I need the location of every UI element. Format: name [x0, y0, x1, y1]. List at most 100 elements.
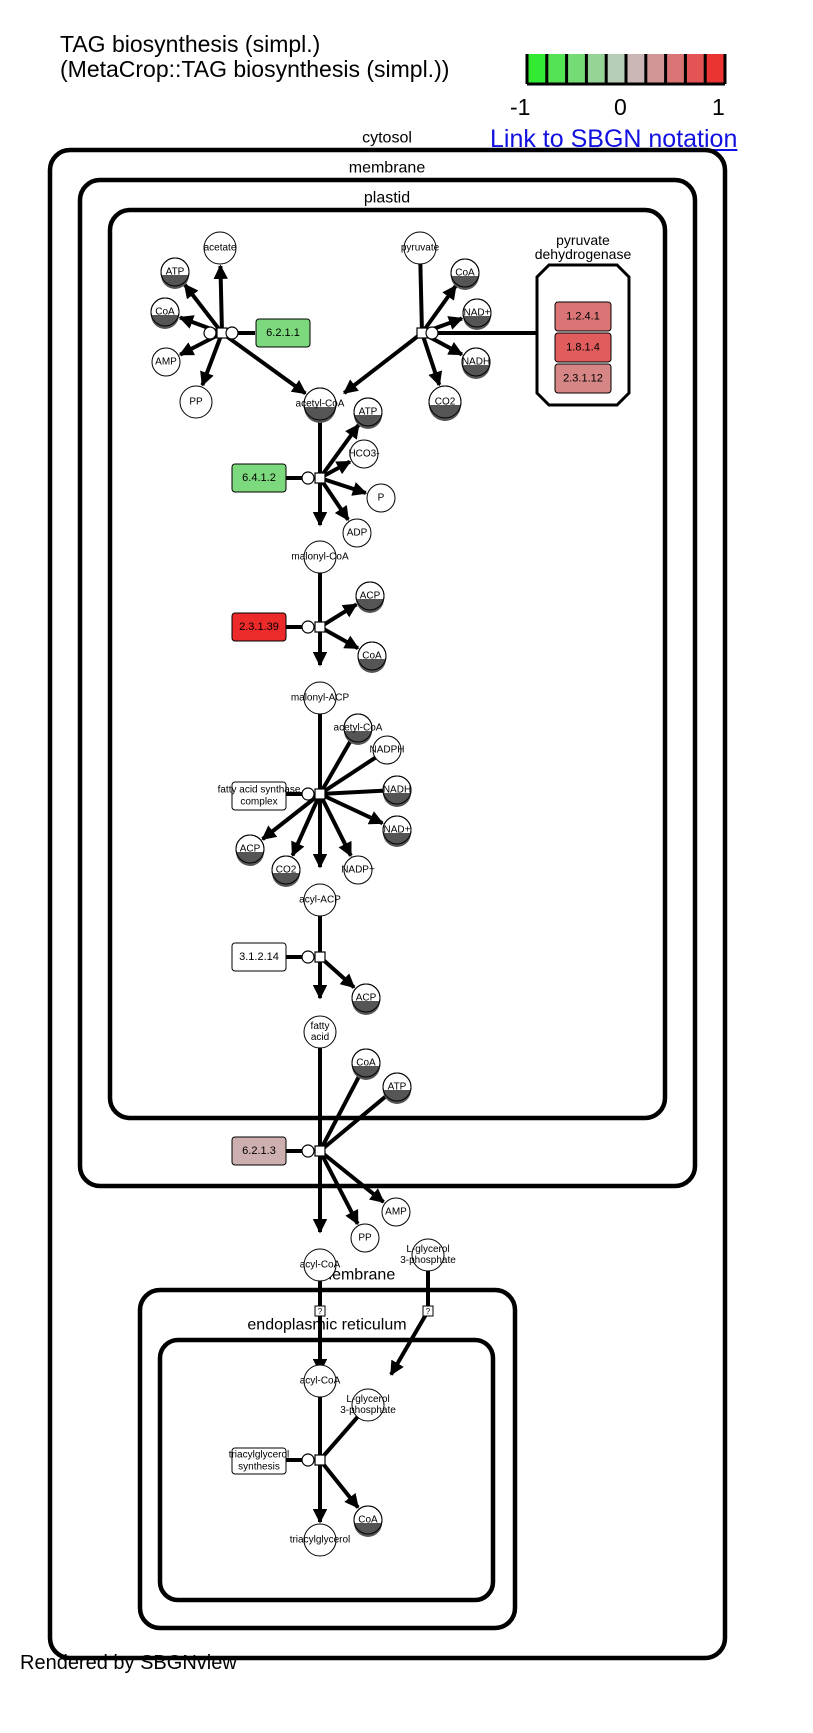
metabolite-acp-3-clone-marker [352, 1001, 380, 1015]
metabolite-l-glycerol-3-phosphate-1-label-line1: L-glycerol [406, 1244, 449, 1255]
metabolite-triacylglycerol[interactable]: triacylglycerol [290, 1523, 351, 1557]
process-6213-process-node [314, 1145, 326, 1157]
metabolite-acetate[interactable]: acetate [203, 231, 237, 265]
nodes-layer: ?? 6.2.1.1 6.4.1.2 2.3.1.39 fatty acid synth… [150, 231, 631, 1557]
metabolite-l-glycerol-3-phosphate-2-label-line1: L-glycerol [346, 1394, 389, 1405]
enzyme-3-1-2-14[interactable]: 3.1.2.14 [231, 942, 287, 972]
transport-marker-glycerol-3p[interactable]: ? [422, 1305, 434, 1317]
metabolite-p[interactable]: P [366, 483, 396, 513]
metabolite-coa-5[interactable]: CoA [353, 1505, 383, 1537]
enzyme-3-1-2-14-box [231, 942, 287, 972]
metabolite-nadph[interactable]: NADPH [369, 735, 405, 765]
metabolite-nadp-plus-circle [343, 855, 373, 885]
process-tag[interactable] [301, 1453, 326, 1467]
reaction-link [318, 739, 353, 795]
reaction-arc [420, 284, 458, 335]
metabolite-hco3-circle [349, 439, 379, 469]
metabolite-acetyl-coa-1[interactable]: acetyl-CoA [296, 387, 345, 423]
metabolite-acp-3[interactable]: ACP [351, 983, 381, 1015]
process-6211-port-right [225, 326, 239, 340]
metabolite-acyl-coa-2[interactable]: acyl-CoA [300, 1364, 341, 1398]
reaction-arc [319, 476, 368, 496]
metabolite-malonyl-acp[interactable]: malonyl-ACP [291, 681, 350, 715]
metabolite-acp-2[interactable]: ACP [235, 834, 265, 866]
process-6412[interactable] [301, 471, 326, 485]
metabolite-acp-2-outline [235, 834, 265, 864]
legend-color-swatch [527, 54, 548, 84]
metabolite-coa-2[interactable]: CoA [450, 258, 480, 290]
enzyme-1-2-4-1[interactable]: 1.2.4.1 [554, 301, 612, 332]
enzyme-1-8-1-4[interactable]: 1.8.1.4 [554, 332, 612, 363]
metabolite-nadp-plus-label: NADP+ [341, 865, 375, 876]
process-23139[interactable] [301, 620, 326, 634]
metabolite-acp-1-label: ACP [360, 591, 381, 602]
metabolite-atp-2-clone-marker [354, 415, 382, 429]
metabolite-coa-2-outline [450, 258, 480, 288]
reaction-arc [343, 331, 424, 395]
enzyme-6-2-1-3[interactable]: 6.2.1.3 [231, 1136, 287, 1166]
process-23139-process-node [314, 621, 326, 633]
metabolite-acyl-coa-1-label: acyl-CoA [300, 1260, 341, 1271]
metabolite-coa-5-outline [353, 1505, 383, 1535]
metabolite-acetyl-coa-2[interactable]: acetyl-CoA [334, 713, 383, 745]
metabolite-adp-circle [342, 518, 372, 548]
enzyme-triacylglycerol-synthesis-label-line2: synthesis [238, 1462, 280, 1473]
metabolite-acyl-acp[interactable]: acyl-ACP [299, 883, 341, 917]
metabolite-coa-4[interactable]: CoA [351, 1048, 381, 1080]
metabolite-atp-1[interactable]: ATP [160, 257, 190, 289]
metabolite-malonyl-coa[interactable]: malonyl-CoA [291, 540, 349, 574]
metabolite-nad-plus-1[interactable]: NAD+ [462, 298, 492, 330]
enzyme-2-3-1-39[interactable]: 2.3.1.39 [231, 612, 287, 642]
reaction-arc [318, 1149, 385, 1204]
reaction-link [318, 1094, 388, 1153]
compartment-er-membrane-label: membrane [319, 1267, 396, 1284]
process-31214[interactable] [301, 950, 326, 964]
process-31214-catalysis-port [301, 950, 315, 964]
metabolite-coa-4-label: CoA [356, 1058, 376, 1069]
metabolite-hco3-label: HCO3- [348, 449, 379, 460]
metabolite-coa-3[interactable]: CoA [357, 641, 387, 673]
enzyme-2-3-1-12[interactable]: 2.3.1.12 [554, 363, 612, 394]
transport-marker-acyl-coa[interactable]: ? [314, 1305, 326, 1317]
enzyme-triacylglycerol-synthesis-label-line1: triacylglycerol [229, 1450, 290, 1461]
metabolite-co2-1[interactable]: CO2 [428, 385, 462, 421]
metabolite-acyl-coa-1[interactable]: acyl-CoA [300, 1248, 341, 1282]
metabolite-adp[interactable]: ADP [342, 518, 372, 548]
metabolite-atp-3[interactable]: ATP [382, 1072, 412, 1104]
metabolite-atp-3-label: ATP [388, 1082, 407, 1093]
metabolite-nadp-plus[interactable]: NADP+ [341, 855, 375, 885]
metabolite-atp-2[interactable]: ATP [353, 397, 383, 429]
metabolite-acp-2-label: ACP [240, 844, 261, 855]
metabolite-nad-plus-2[interactable]: NAD+ [382, 815, 412, 847]
metabolite-amp-1[interactable]: AMP [151, 347, 181, 377]
enzyme-2-3-1-39-box [231, 612, 287, 642]
enzyme-6-4-1-2[interactable]: 6.4.1.2 [231, 463, 287, 493]
reaction-arc [319, 792, 384, 826]
enzyme-2-3-1-12-box [554, 363, 612, 394]
legend-mid-label: 0 [614, 94, 627, 120]
process-fas[interactable] [301, 787, 326, 801]
metabolite-nadh-1[interactable]: NADH [461, 347, 491, 379]
metabolite-hco3[interactable]: HCO3- [348, 439, 380, 469]
metabolite-co2-2[interactable]: CO2 [271, 855, 301, 887]
metabolite-coa-1[interactable]: CoA [150, 297, 180, 329]
metabolite-acyl-coa-2-circle [303, 1364, 337, 1398]
process-6211[interactable] [203, 326, 228, 340]
enzyme-3-1-2-14-label: 3.1.2.14 [239, 951, 279, 963]
metabolite-pp-1-label: PP [189, 397, 203, 408]
metabolite-amp-2[interactable]: AMP [381, 1197, 411, 1227]
enzyme-6-2-1-1[interactable]: 6.2.1.1 [255, 318, 311, 348]
metabolite-pp-1[interactable]: PP [179, 385, 213, 419]
metabolite-pyruvate[interactable]: pyruvate [401, 231, 440, 265]
process-6213[interactable] [301, 1144, 326, 1158]
metabolite-pp-2[interactable]: PP [350, 1223, 380, 1253]
transport-marker-acyl-coa-box [314, 1305, 326, 1317]
metabolite-nadh-2[interactable]: NADH [382, 775, 412, 807]
metabolite-acp-1[interactable]: ACP [355, 581, 385, 613]
metabolite-malonyl-coa-circle [303, 540, 337, 574]
